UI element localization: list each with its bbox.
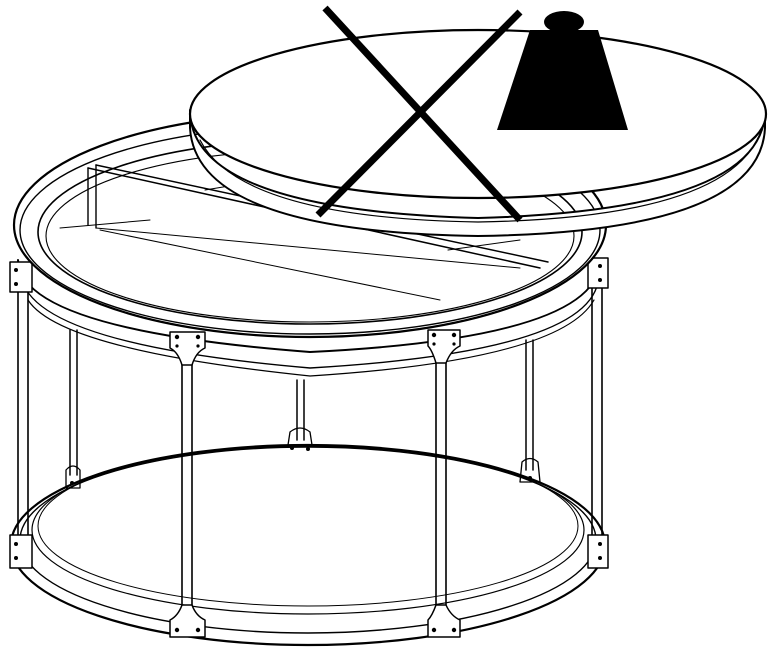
top-brackets [9,257,609,366]
bottom-ring [9,443,607,647]
bottom-brackets [9,534,609,638]
table-frame [9,257,609,647]
upper-apron [17,259,601,377]
lifted-tabletop [188,28,768,237]
front-legs [17,281,603,627]
cross-out-icon [315,5,523,223]
rear-legs [65,329,541,489]
weight-icon [497,11,628,130]
